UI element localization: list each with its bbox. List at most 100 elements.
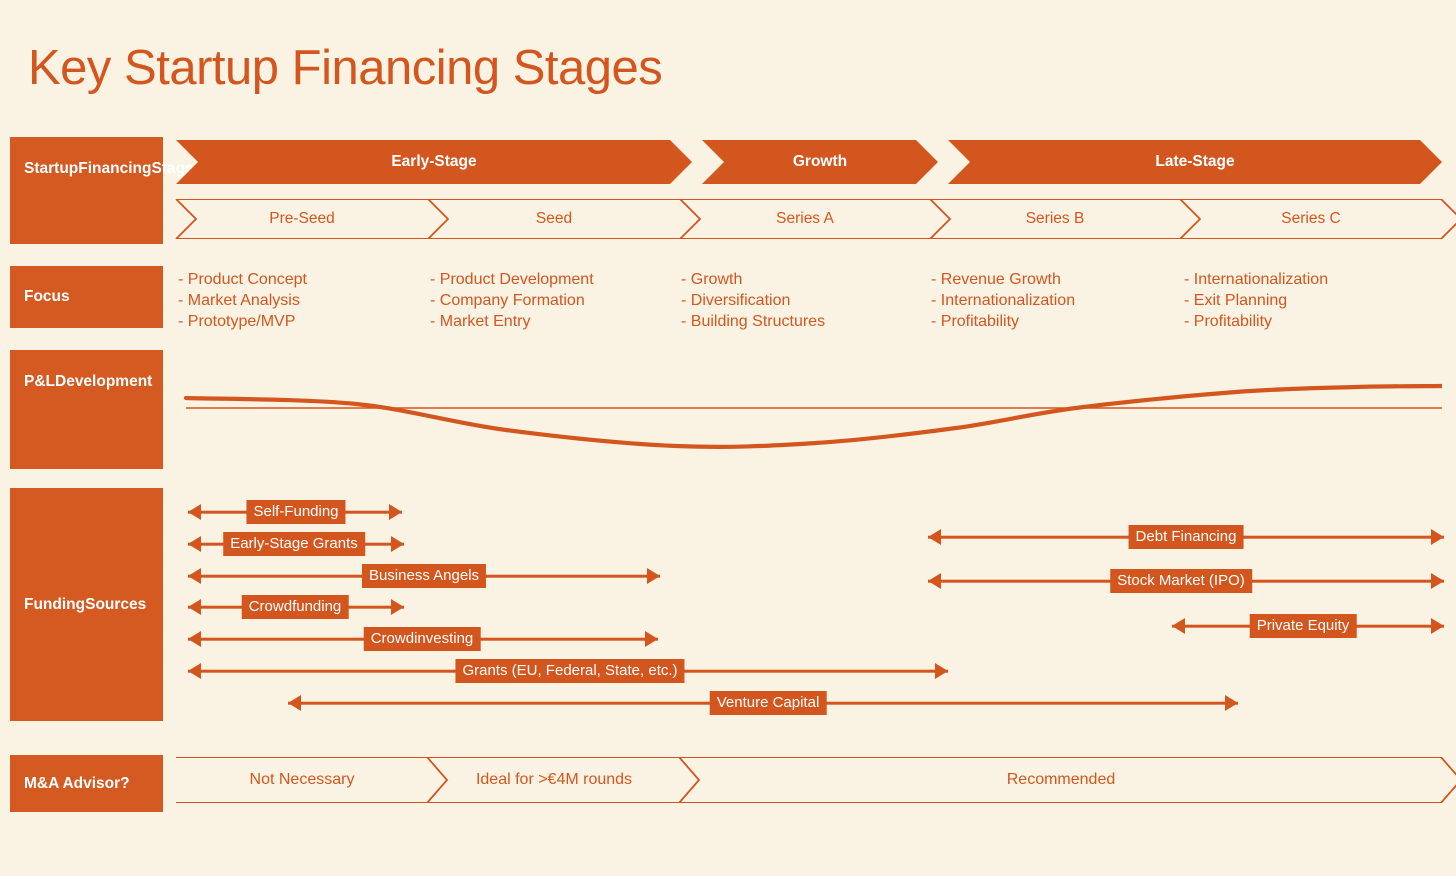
advisor-segment-3[interactable]: Recommended	[680, 757, 1442, 803]
focus-item: - Product Concept	[178, 271, 307, 288]
page-title: Key Startup Financing Stages	[28, 41, 663, 95]
arrow-head-left-icon	[188, 568, 201, 584]
row-label-focus-line: Focus	[24, 288, 70, 306]
focus-item: - Building Structures	[681, 313, 826, 331]
arrow-head-right-icon	[1431, 618, 1444, 634]
row-label-focus: Focus	[10, 266, 163, 328]
substage-chevron-pre-seed[interactable]: Pre-Seed	[176, 199, 428, 239]
arrow-head-right-icon	[1225, 695, 1238, 711]
advisor-rail	[176, 757, 1442, 803]
funding-source-label: Debt Financing	[1128, 525, 1244, 549]
focus-item: - Company Formation	[430, 292, 585, 310]
funding-arrow-private-equity[interactable]: Private Equity	[1172, 614, 1444, 638]
funding-source-label: Grants (EU, Federal, State, etc.)	[455, 659, 685, 683]
focus-item: - Market Analysis	[178, 292, 300, 310]
substage-chevron-track: Pre-Seed Seed Series A Series B Series C	[175, 199, 1456, 239]
funding-arrow-crowdfunding[interactable]: Crowdfunding	[188, 595, 404, 619]
row-label-advisor-line: M&A Advisor?	[24, 774, 130, 792]
stage-chevron-label: Growth	[792, 153, 848, 170]
funding-source-label: Early-Stage Grants	[223, 532, 365, 556]
funding-arrow-self-funding[interactable]: Self-Funding	[188, 500, 402, 524]
funding-arrow-debt-financing[interactable]: Debt Financing	[928, 525, 1444, 549]
row-label-pnl-line: P&L	[24, 373, 55, 390]
substage-end-arrow-icon	[1440, 199, 1456, 239]
row-label-stage-line: Financing	[78, 160, 152, 177]
focus-item: - Growth	[681, 271, 743, 288]
advisor-end-arrow-icon	[1439, 755, 1456, 805]
funding-source-label: Business Angels	[361, 564, 487, 588]
focus-item: - Product Development	[430, 271, 594, 288]
substage-chevron-series-c[interactable]: Series C	[1180, 199, 1442, 239]
focus-item: - Exit Planning	[1184, 292, 1288, 310]
focus-item: - Profitability	[1184, 313, 1273, 331]
advisor-segment-label: Not Necessary	[249, 771, 355, 788]
row-label-funding-line: Funding	[24, 595, 86, 613]
arrow-head-left-icon	[188, 631, 201, 647]
stage-chevron-early-stage[interactable]: Early-Stage	[176, 140, 692, 184]
arrow-head-right-icon	[391, 536, 404, 552]
focus-item: - Market Entry	[430, 313, 531, 331]
row-label-stage-line: Startup	[24, 160, 79, 177]
advisor-divider-icon	[678, 756, 702, 804]
substage-chevron-label: Pre-Seed	[269, 210, 335, 227]
arrow-head-left-icon	[188, 536, 201, 552]
row-label-funding-line: Sources	[85, 595, 147, 613]
row-label-advisor: M&A Advisor?	[10, 755, 163, 812]
funding-source-label: Private Equity	[1249, 614, 1357, 638]
funding-arrow-crowdinvesting[interactable]: Crowdinvesting	[188, 627, 658, 651]
stage-chevron-label: Early-Stage	[391, 153, 477, 170]
focus-item: - Internationalization	[1184, 271, 1329, 288]
arrow-head-left-icon	[928, 573, 941, 589]
arrow-head-left-icon	[288, 695, 301, 711]
arrow-head-left-icon	[928, 529, 941, 545]
funding-source-label: Stock Market (IPO)	[1110, 569, 1252, 593]
advisor-row-track: Not Necessary Ideal for >€4M rounds Recomm…	[176, 755, 1456, 805]
advisor-segment-label: Recommended	[1006, 771, 1116, 788]
arrow-head-left-icon	[1172, 618, 1185, 634]
pnl-curve-path	[183, 383, 1442, 449]
substage-divider-icon	[427, 199, 451, 239]
funding-arrow-stock-market-ipo[interactable]: Stock Market (IPO)	[928, 569, 1444, 593]
stage-chevron-track: Early-Stage Growth Late-Stage	[176, 140, 1442, 184]
arrow-head-right-icon	[391, 599, 404, 615]
arrow-head-right-icon	[645, 631, 658, 647]
focus-column-1: - Product Concept - Market Analysis - Prot…	[178, 269, 307, 332]
funding-source-label: Crowdfunding	[241, 595, 349, 619]
funding-arrow-early-stage-grants[interactable]: Early-Stage Grants	[188, 532, 404, 556]
focus-item: - Prototype/MVP	[178, 313, 296, 331]
funding-arrow-grants-eu-federal-state-etc[interactable]: Grants (EU, Federal, State, etc.)	[188, 659, 948, 683]
focus-item: - Revenue Growth	[931, 271, 1061, 288]
focus-column-4: - Revenue Growth- Internationalization- …	[931, 269, 1075, 332]
advisor-segment-label: Ideal for >€4M rounds	[475, 771, 633, 788]
substage-chevron-series-b[interactable]: Series B	[930, 199, 1180, 239]
row-label-stage-line: Stage	[151, 160, 194, 177]
advisor-segment-1[interactable]: Not Necessary	[176, 757, 428, 803]
substage-chevron-label: Series B	[1025, 210, 1085, 227]
advisor-divider-icon	[426, 756, 450, 804]
funding-arrow-venture-capital[interactable]: Venture Capital	[288, 691, 1238, 715]
substage-chevron-label: Series A	[776, 210, 834, 227]
stage-chevron-late-stage[interactable]: Late-Stage	[948, 140, 1442, 184]
arrow-head-right-icon	[935, 663, 948, 679]
funding-source-label: Crowdinvesting	[363, 627, 481, 651]
substage-divider-icon	[929, 199, 953, 239]
focus-column-2: - Product Development - Company Formation…	[430, 269, 594, 332]
substage-chevron-series-a[interactable]: Series A	[680, 199, 930, 239]
arrow-head-left-icon	[188, 599, 201, 615]
substage-chevron-label: Seed	[535, 210, 573, 227]
focus-item: - Diversification	[681, 292, 791, 310]
arrow-head-right-icon	[647, 568, 660, 584]
focus-item: - Profitability	[931, 313, 1020, 331]
stage-chevron-growth[interactable]: Growth	[702, 140, 938, 184]
funding-source-label: Self-Funding	[246, 500, 346, 524]
advisor-segment-2[interactable]: Ideal for >€4M rounds	[428, 757, 680, 803]
substage-chevron-seed[interactable]: Seed	[428, 199, 680, 239]
substage-divider-icon	[1179, 199, 1203, 239]
arrow-head-left-icon	[188, 663, 201, 679]
substage-divider-icon	[175, 199, 199, 239]
funding-arrow-business-angels[interactable]: Business Angels	[188, 564, 660, 588]
stage-chevron-label: Late-Stage	[1155, 153, 1235, 170]
row-label-pnl-line: Development	[55, 373, 153, 390]
